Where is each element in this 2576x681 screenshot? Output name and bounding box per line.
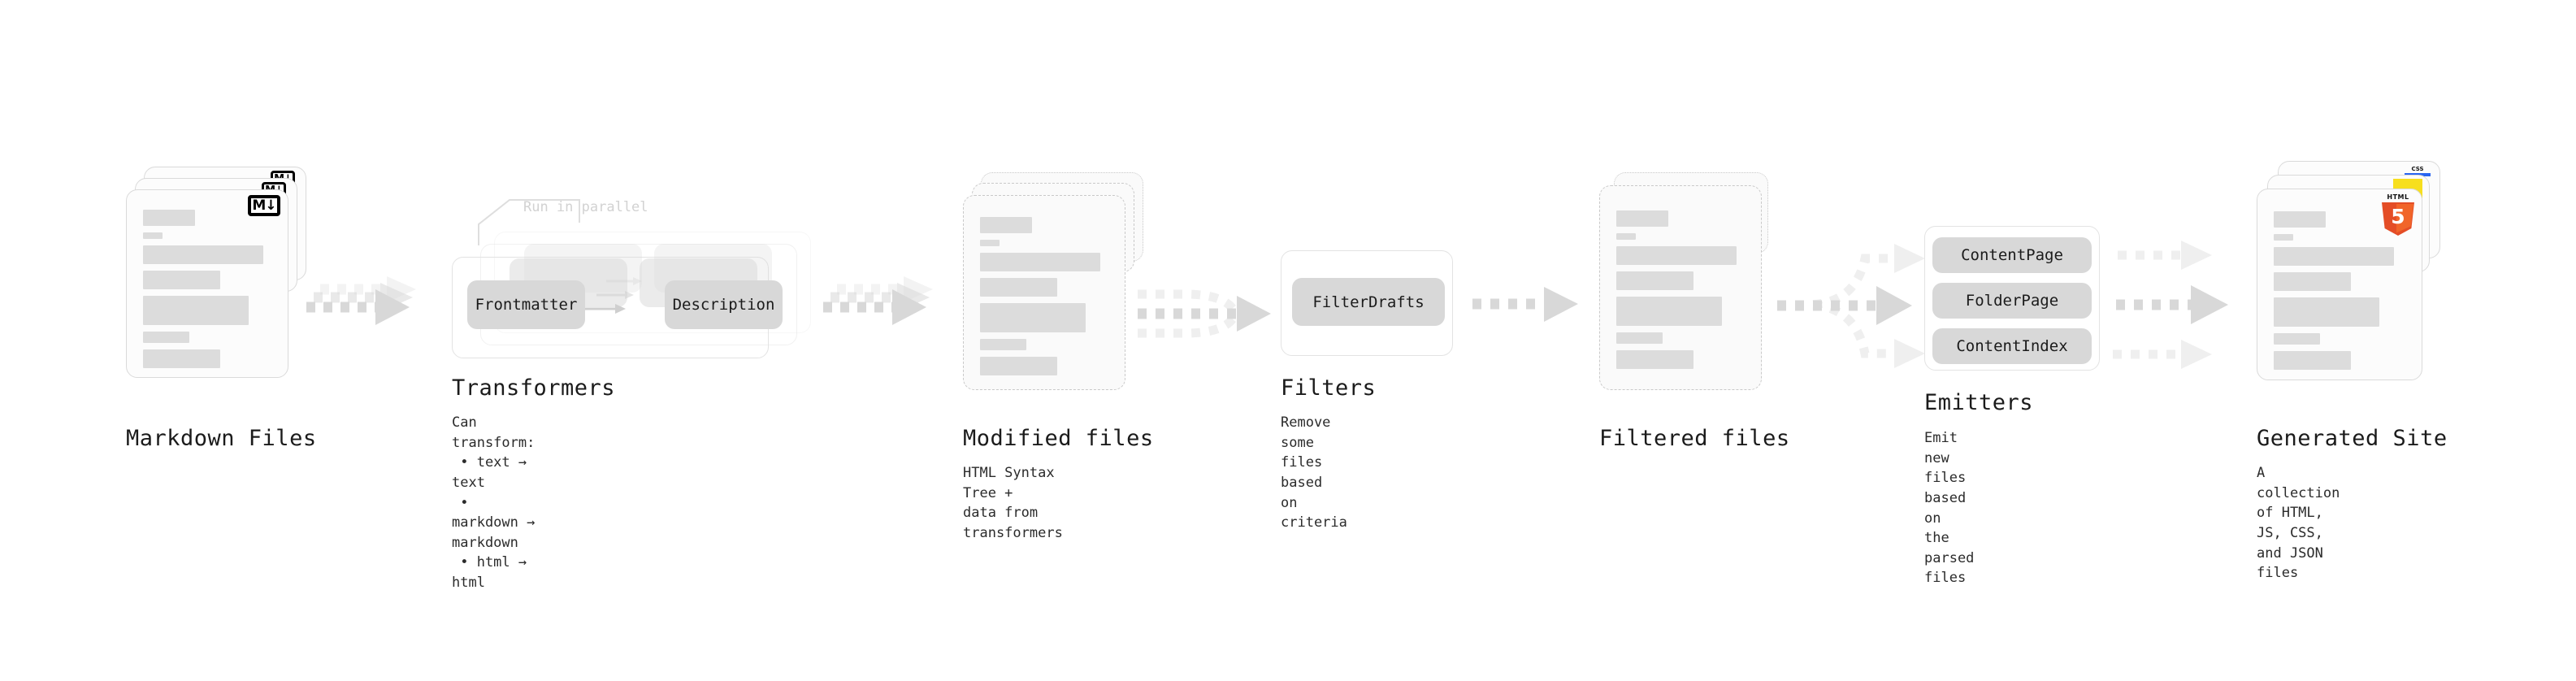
connector-filters-to-filtered <box>1472 287 1578 322</box>
content-bar <box>143 245 263 264</box>
content-bar <box>1616 297 1722 326</box>
html5-shield-inner <box>2396 204 2413 233</box>
content-bar <box>2274 247 2394 266</box>
filters-box <box>1281 250 1453 356</box>
stage-desc-modified-files: HTML Syntax Tree + data from transformer… <box>963 465 1063 541</box>
stage-title-filtered-files: Filtered files <box>1599 426 1790 451</box>
filter-chip-filterdrafts[interactable]: FilterDrafts <box>1292 278 1445 326</box>
content-bar <box>980 253 1100 271</box>
content-bar <box>143 271 220 289</box>
markdown-icon: M↓ <box>248 195 280 216</box>
content-bar <box>143 332 189 343</box>
content-bar <box>143 296 249 325</box>
connector-transformers-to-modified <box>823 276 933 325</box>
connector-filtered-to-emitters <box>1777 244 1925 368</box>
content-bar <box>2274 297 2379 327</box>
content-bar <box>1616 233 1636 240</box>
emitter-chip-contentindex[interactable]: ContentIndex <box>1932 328 2092 364</box>
content-bar <box>143 349 220 368</box>
html5-icon: HTML 5 <box>2380 193 2416 236</box>
emitters-box <box>1924 226 2100 371</box>
filtered-card-stack <box>1599 172 1794 390</box>
parallel-bracket <box>478 199 580 245</box>
emitter-chip-contentpage[interactable]: ContentPage <box>1932 237 2092 273</box>
content-bar <box>2274 211 2326 228</box>
content-bar <box>980 217 1032 233</box>
transformer-inner-arrows <box>582 277 642 314</box>
content-bar <box>980 339 1026 350</box>
content-bar <box>143 210 195 226</box>
connector-markdown-to-transformers <box>306 276 416 325</box>
html5-wordmark: HTML <box>2387 193 2409 201</box>
stage-title-transformers: Transformers <box>452 375 616 401</box>
content-bar <box>1616 210 1668 227</box>
content-bar <box>980 303 1086 332</box>
content-bar <box>1616 350 1693 369</box>
content-bar <box>1616 332 1663 344</box>
content-bar <box>980 278 1057 297</box>
stage-desc-generated-site: A collection of HTML, JS, CSS, and JSON … <box>2257 465 2340 582</box>
site-sheet-front <box>2257 189 2422 380</box>
content-bar <box>980 240 1000 246</box>
transformers-parallel-note: Run in parallel <box>523 199 648 215</box>
connector-emitters-to-site <box>2113 241 2228 369</box>
filtered-sheet-front <box>1599 185 1762 390</box>
content-bar <box>980 357 1057 375</box>
content-bar <box>2274 234 2293 241</box>
markdown-card-stack: M↓ M↓ M↓ <box>126 167 321 378</box>
modified-card-stack <box>963 172 1158 390</box>
markdown-sheet-front <box>126 189 288 378</box>
stage-title-markdown-files: Markdown Files <box>126 426 317 451</box>
stage-desc-transformers: Can transform: • text → text • markdown … <box>452 414 536 592</box>
stage-desc-filters: Remove some files based on criteria <box>1281 414 1347 531</box>
content-bar <box>143 232 163 239</box>
stage-desc-emitters: Emit new files based on the parsed files <box>1924 430 1975 587</box>
content-bar <box>2274 351 2351 370</box>
site-card-stack: CSS HTML 5 <box>2257 161 2468 380</box>
content-bar <box>1616 271 1693 290</box>
stage-title-filters: Filters <box>1281 375 1377 401</box>
modified-sheet-front <box>963 195 1125 390</box>
stage-title-emitters: Emitters <box>1924 390 2034 415</box>
html5-number: 5 <box>2391 205 2405 228</box>
transformer-chip-description[interactable]: Description <box>665 280 783 329</box>
transformer-chip-frontmatter[interactable]: Frontmatter <box>467 280 585 329</box>
stage-title-modified-files: Modified files <box>963 426 1154 451</box>
stage-title-generated-site: Generated Site <box>2257 426 2448 451</box>
content-bar <box>1616 246 1737 265</box>
emitter-chip-folderpage[interactable]: FolderPage <box>1932 283 2092 319</box>
content-bar <box>2274 333 2320 345</box>
content-bar <box>2274 272 2351 291</box>
connector-modified-to-filters <box>1138 289 1271 338</box>
